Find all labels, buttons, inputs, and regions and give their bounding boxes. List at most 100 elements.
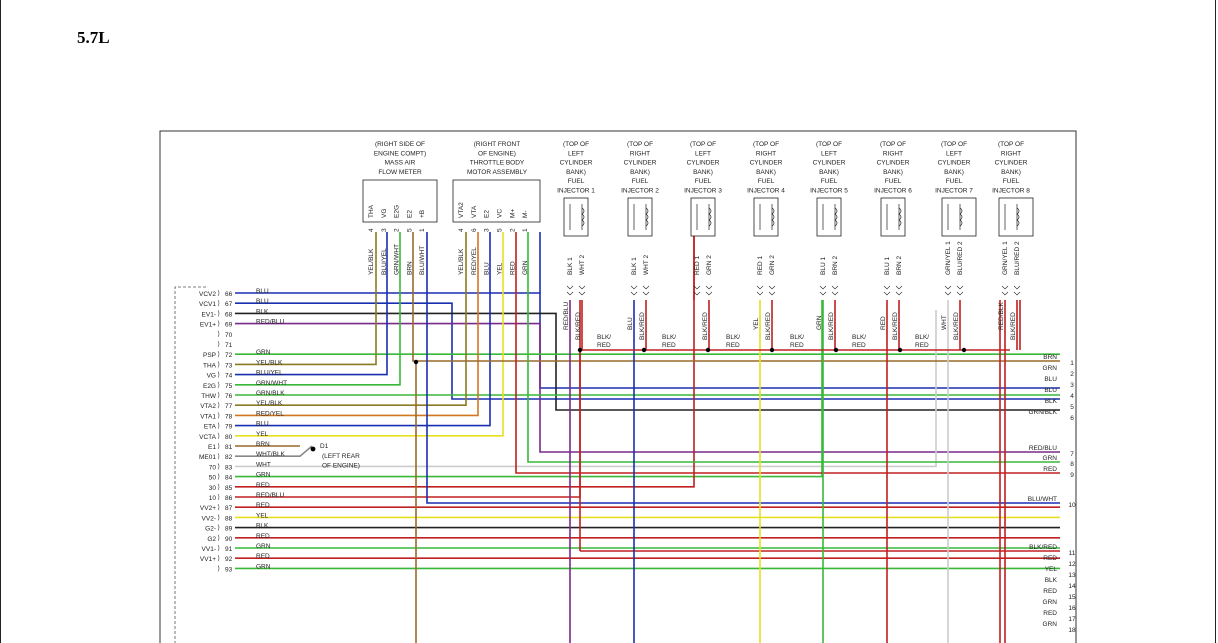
throttle-pin-E2: E2 [484,210,491,218]
throttle-title-1: OF ENGINE) [478,150,516,157]
maf-wire-2: GRN/WHT [394,244,401,275]
ecm-wire-label-87: RED [256,502,270,509]
right-wire-label-8: GRN [1043,455,1058,462]
right-wire-label-1: BRN [1043,354,1057,361]
inj2-top-0: BLK 1 [631,257,638,275]
ecm-pin-82: 82 [225,454,233,461]
right-connector-list: BRN1GRN2BLU3BLU4BLK5GRN/BLK6RED/BLU7GRN8… [1028,354,1076,634]
ecm-pin-89: 89 [225,526,233,533]
inj5-bottom-1: BLK/RED [828,312,835,340]
ground-d1-location-1: (LEFT REAR [322,453,360,460]
right-pin-12: 12 [1068,561,1076,568]
bus-label-blk-5: BLK/ [852,334,866,341]
ecm-pin-78: 78 [225,413,233,420]
ecm-pin-75: 75 [225,383,233,390]
ecm-signal-89: G2- [205,526,216,533]
ecm-signal-77: VTA2 [200,403,216,410]
inj5-title-1: LEFT [821,150,837,157]
inj5-title-3: BANK) [819,169,839,176]
inj6-top-0: BLU 1 [884,257,891,275]
wire-75 [235,232,401,386]
right-pin-9: 9 [1070,472,1074,479]
inj8-title-2: CYLINDER [995,160,1028,167]
inj4-top-0: RED 1 [757,255,764,275]
inj2-coil-icon [645,207,649,227]
pin-bracket-67 [217,300,220,307]
ecm-signal-79: ETA [204,424,217,431]
ecm-signal-83: 70 [209,464,217,471]
ecm-pin-68: 68 [225,311,233,318]
pin-bracket-77 [217,402,220,409]
inj7-bottom-1: BLK/RED [953,312,960,340]
inj1-top-0: BLK 1 [567,257,574,275]
throttle-pin-VTA: VTA [471,205,478,218]
maf-pinnum-1: 3 [381,228,388,232]
pin-bracket-89 [217,524,220,531]
inj3-connector-icon [693,285,713,296]
inj6-title-4: FUEL [885,178,902,185]
right-pin-10: 10 [1068,502,1076,509]
wire-82 [235,445,313,458]
ecm-pin-74: 74 [225,373,233,380]
inj1-coil-icon [581,207,585,227]
right-pin-4: 4 [1070,393,1074,400]
bus-label-red-3: RED [726,342,740,349]
inj5-title-2: CYLINDER [813,160,846,167]
right-wire-label-4: BLU [1044,387,1057,394]
ecm-wire-label-73: YEL/BLK [256,359,283,366]
right-wire-label-7: RED/BLU [1029,445,1057,452]
ecm-pin-79: 79 [225,424,233,431]
inj5-title-0: (TOP OF [816,141,842,148]
throttle-pinnum-2: 3 [484,228,491,232]
pin-bracket-86 [217,493,220,501]
inj7-title-4: FUEL [946,178,963,185]
inj5-connector-icon [819,285,839,296]
right-wire-label-2: GRN [1043,365,1058,372]
inj1-top-1: WHT 2 [579,255,586,275]
ecm-signal-74: VG [207,373,216,380]
pin-bracket-82 [217,453,220,460]
ecm-pin-83: 83 [225,464,233,471]
inj2-title-5: INJECTOR 2 [621,188,659,195]
inj2-title-4: FUEL [632,178,649,185]
pin-bracket-79 [217,422,220,429]
pin-bracket-71 [217,340,220,348]
right-pin-17: 17 [1068,616,1076,623]
right-wire-label-16: GRN [1043,599,1058,606]
bus-junction-1 [577,347,583,353]
wire-85 [235,235,695,488]
bus-label-blk-1: BLK/ [597,334,611,341]
right-wire-label-6: GRN/BLK [1028,409,1057,416]
right-pin-7: 7 [1070,451,1074,458]
ecm-wire-label-88: YEL [256,512,269,519]
ecm-wire-label-69: RED/BLU [256,319,284,326]
inj4-coil-icon [771,207,775,227]
inj3-title-3: BANK) [693,169,713,176]
inj5-bottom-0: GRN [816,315,823,330]
inj7-connector-icon [944,285,964,296]
inj5-top-0: BLU 1 [820,257,827,275]
right-wire-label-3: BLU [1044,376,1057,383]
maf-title-2: MASS AIR [385,160,416,167]
maf-pinnum-0: 4 [368,228,375,232]
ecm-signal-87: VV2+ [200,505,216,512]
inj2-body [627,197,653,237]
pin-bracket-78 [217,412,220,419]
inj8-title-4: FUEL [1003,178,1020,185]
inj1-title-0: (TOP OF [563,141,589,148]
ecm-wire-label-76: GRN/BLK [256,390,285,397]
maf-pinnum-2: 2 [394,228,401,232]
throttle-pinnum-4: 2 [509,228,516,232]
inj6-title-3: BANK) [883,169,903,176]
ecm-signal-73: THA [203,362,217,369]
ecm-pin-85: 85 [225,485,233,492]
inj2-title-2: CYLINDER [624,160,657,167]
right-pin-14: 14 [1068,583,1076,590]
ecm-wire-label-84: GRN [256,472,271,479]
inj5-coil-icon [834,207,838,227]
inj3-title-4: FUEL [695,178,712,185]
ecm-signal-90: G2 [207,536,216,543]
ecm-pin-91: 91 [225,546,233,553]
pin-bracket-87 [217,504,220,511]
